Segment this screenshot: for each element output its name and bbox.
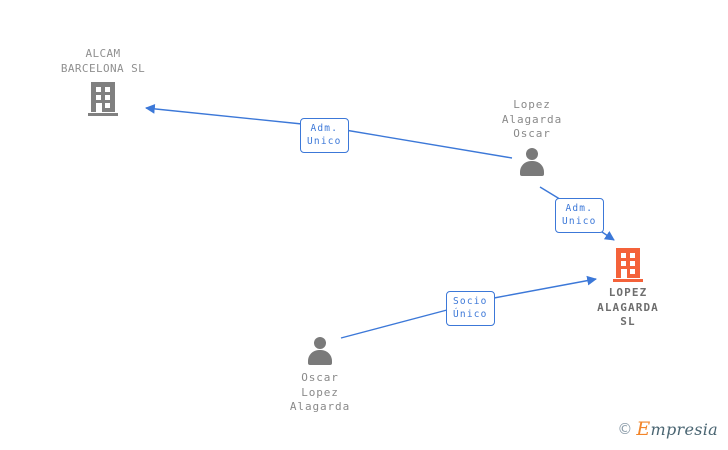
edge-arrow bbox=[493, 275, 597, 299]
edge-label-adm-unico-alcam[interactable]: Adm. Unico bbox=[300, 118, 349, 153]
person-icon bbox=[517, 147, 547, 177]
edge-socio-unico[interactable] bbox=[340, 275, 597, 339]
brand-rest: mpresia bbox=[650, 420, 718, 439]
edge-arrow bbox=[145, 104, 303, 125]
brand-initial: E bbox=[636, 418, 651, 440]
node-label-lopez-alagarda-oscar: Lopez Alagarda Oscar bbox=[501, 98, 563, 140]
watermark: © Empresia bbox=[617, 418, 718, 440]
node-alcam-barcelona-sl[interactable]: ALCAM BARCELONA SL bbox=[33, 47, 173, 116]
node-oscar-lopez-alagarda[interactable]: Oscar Lopez Alagarda bbox=[250, 336, 390, 415]
edge-adm-unico-alcam[interactable] bbox=[145, 104, 513, 159]
node-lopez-alagarda-sl[interactable]: LOPEZ ALAGARDA SL bbox=[558, 248, 698, 330]
node-label-lopez-alagarda-sl: LOPEZ ALAGARDA SL bbox=[597, 286, 659, 328]
building-icon-focal bbox=[613, 248, 643, 282]
person-icon bbox=[305, 336, 335, 366]
brand-name: Empresia bbox=[636, 418, 718, 440]
node-label-oscar-lopez-alagarda: Oscar Lopez Alagarda bbox=[289, 371, 351, 413]
edge-line bbox=[340, 309, 448, 339]
node-label-alcam: ALCAM BARCELONA SL bbox=[60, 47, 146, 75]
node-lopez-alagarda-oscar[interactable]: Lopez Alagarda Oscar bbox=[462, 98, 602, 177]
edge-label-socio-unico[interactable]: Socio Único bbox=[446, 291, 495, 326]
edge-line bbox=[344, 129, 513, 159]
edge-label-adm-unico-lopez[interactable]: Adm. Unico bbox=[555, 198, 604, 233]
copyright-icon: © bbox=[617, 420, 633, 438]
building-icon bbox=[88, 82, 118, 116]
